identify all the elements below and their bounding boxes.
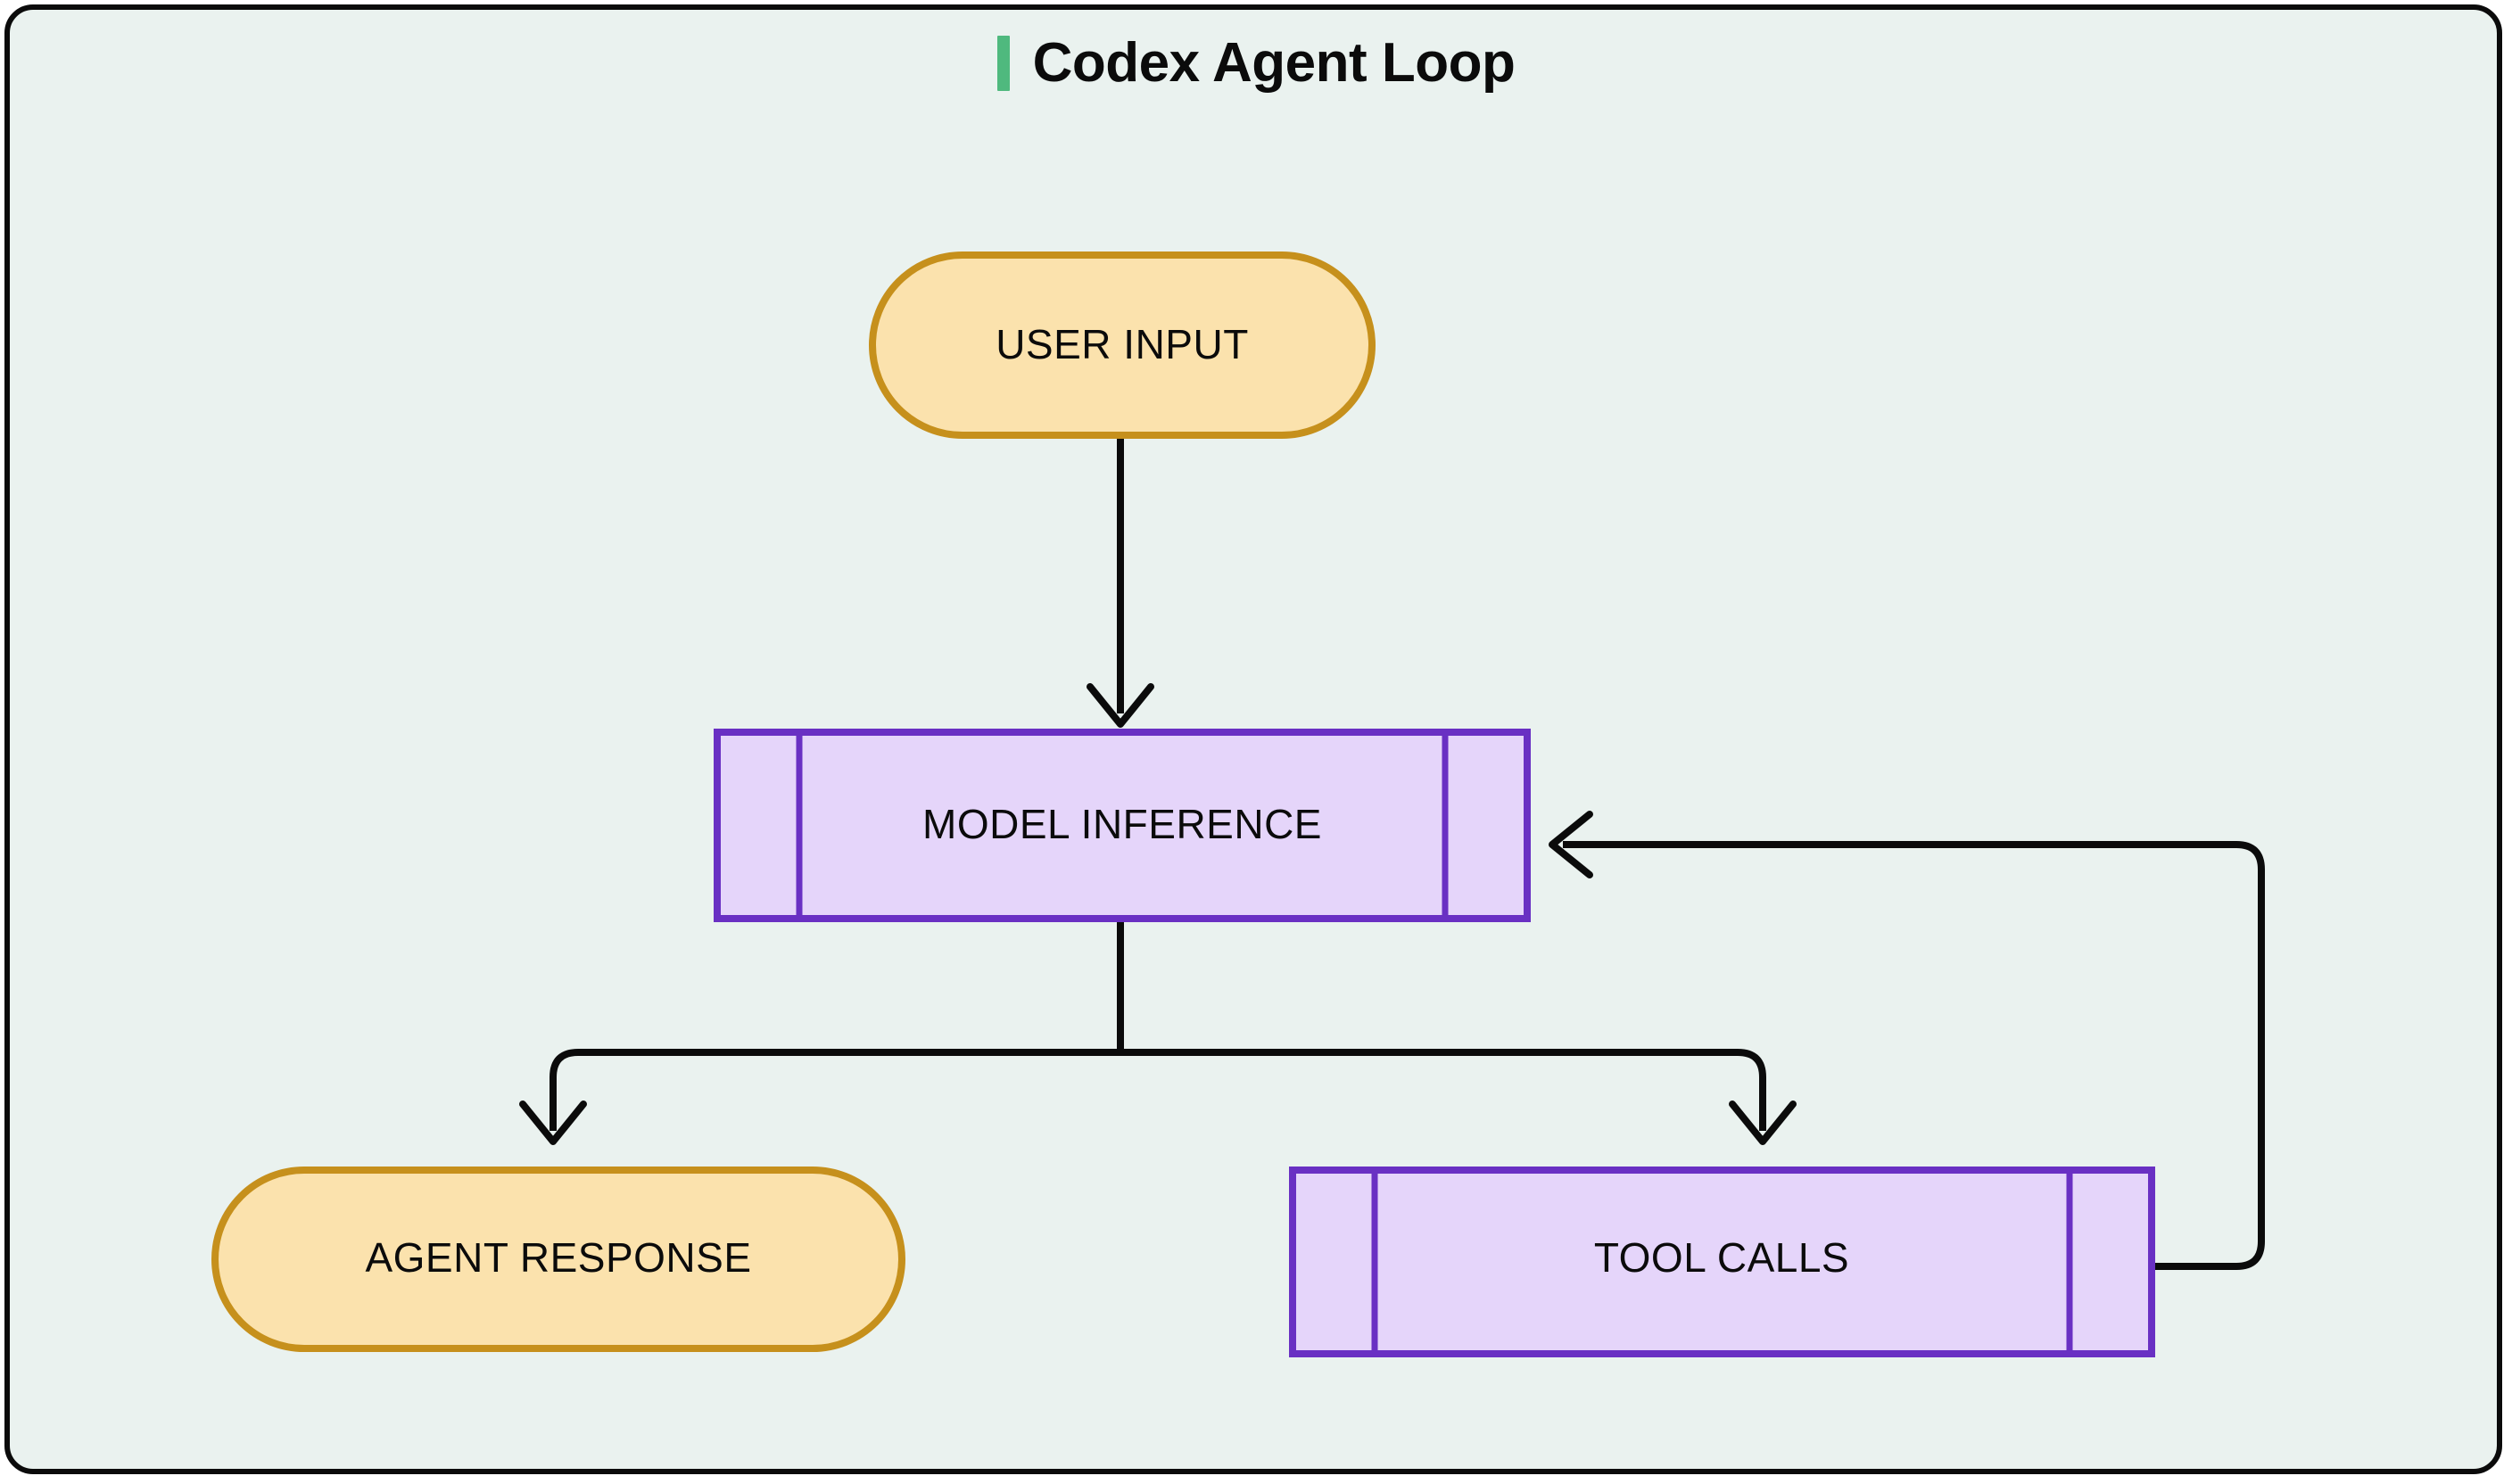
node-user-input[interactable]: USER INPUT [869, 251, 1376, 439]
tool-calls-label: TOOL CALLS [1594, 1234, 1849, 1281]
tool-calls-shape [1289, 1167, 2155, 1357]
page-title: Codex Agent Loop [1032, 32, 1516, 94]
title-accent-bar [996, 36, 1010, 91]
edge-model-inference-to-agent-response [519, 1049, 1120, 1145]
model-inference-shape [714, 729, 1531, 922]
agent-response-shape [211, 1167, 905, 1352]
model-inference-label: MODEL INFERENCE [922, 801, 1322, 847]
node-tool-calls[interactable]: TOOL CALLS [1289, 1167, 2155, 1357]
user-input-shape [869, 251, 1376, 439]
node-model-inference[interactable]: MODEL INFERENCE [714, 729, 1531, 922]
edge-model-inference-to-tool-calls [1120, 1049, 1797, 1145]
diagram-title: Codex Agent Loop [0, 36, 2512, 91]
node-agent-response[interactable]: AGENT RESPONSE [211, 1167, 905, 1352]
user-input-label: USER INPUT [996, 321, 1249, 367]
edge-tool-calls-to-model-inference-loop [1549, 811, 2265, 1270]
edge-user-input-to-model-inference [1087, 437, 1154, 728]
agent-response-label: AGENT RESPONSE [365, 1234, 751, 1281]
